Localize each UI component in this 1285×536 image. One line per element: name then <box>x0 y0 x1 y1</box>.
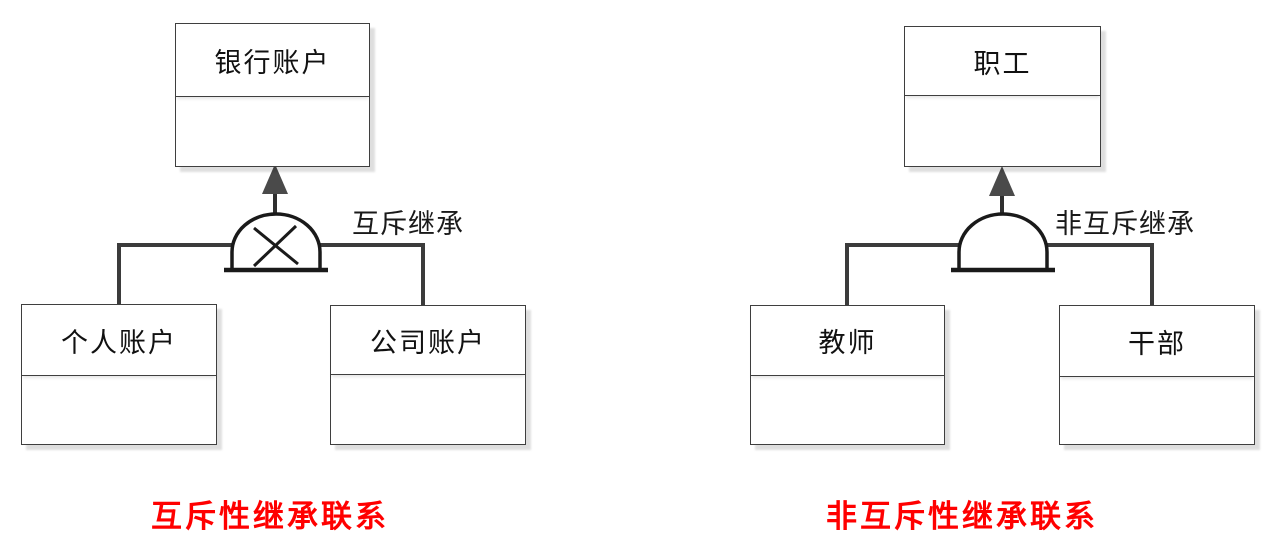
entity-box-child-right-1: 教师 <box>750 305 945 445</box>
entity-box-parent-left: 银行账户 <box>175 23 370 167</box>
relation-label-right: 非互斥继承 <box>1055 209 1195 239</box>
entity-box-child-left-2: 公司账户 <box>330 305 526 445</box>
entity-box-parent-right: 职工 <box>904 26 1101 167</box>
entity-attribute-compartment <box>22 376 216 445</box>
entity-title: 教师 <box>751 306 944 376</box>
entity-title: 公司账户 <box>331 306 525 375</box>
up-arrow-icon <box>989 166 1015 196</box>
entity-attribute-compartment <box>905 96 1100 167</box>
entity-title: 干部 <box>1060 306 1254 377</box>
entity-box-child-left-1: 个人账户 <box>21 304 217 445</box>
connector-line <box>117 243 240 304</box>
relation-label-left: 互斥继承 <box>352 209 464 239</box>
diagram-caption-right: 非互斥性继承联系 <box>826 499 1098 534</box>
up-arrow-icon <box>262 164 288 194</box>
right-diagram-wires <box>845 166 1154 305</box>
entity-attribute-compartment <box>331 375 525 445</box>
left-diagram-wires <box>117 164 425 305</box>
exclusive-xor-junction-icon <box>224 212 328 273</box>
plain-dome-junction-icon <box>951 212 1055 273</box>
entity-title: 银行账户 <box>176 24 369 97</box>
entity-attribute-compartment <box>751 376 944 445</box>
entity-box-child-right-2: 干部 <box>1059 305 1255 445</box>
entity-attribute-compartment <box>1060 377 1254 445</box>
entity-title: 职工 <box>905 27 1100 96</box>
entity-attribute-compartment <box>176 97 369 167</box>
x-mark-icon <box>252 224 298 268</box>
connector-line <box>1041 243 1154 305</box>
entity-title: 个人账户 <box>22 305 216 376</box>
diagram-caption-left: 互斥性继承联系 <box>151 499 389 534</box>
connector-line <box>312 243 425 305</box>
connector-line <box>845 243 965 305</box>
